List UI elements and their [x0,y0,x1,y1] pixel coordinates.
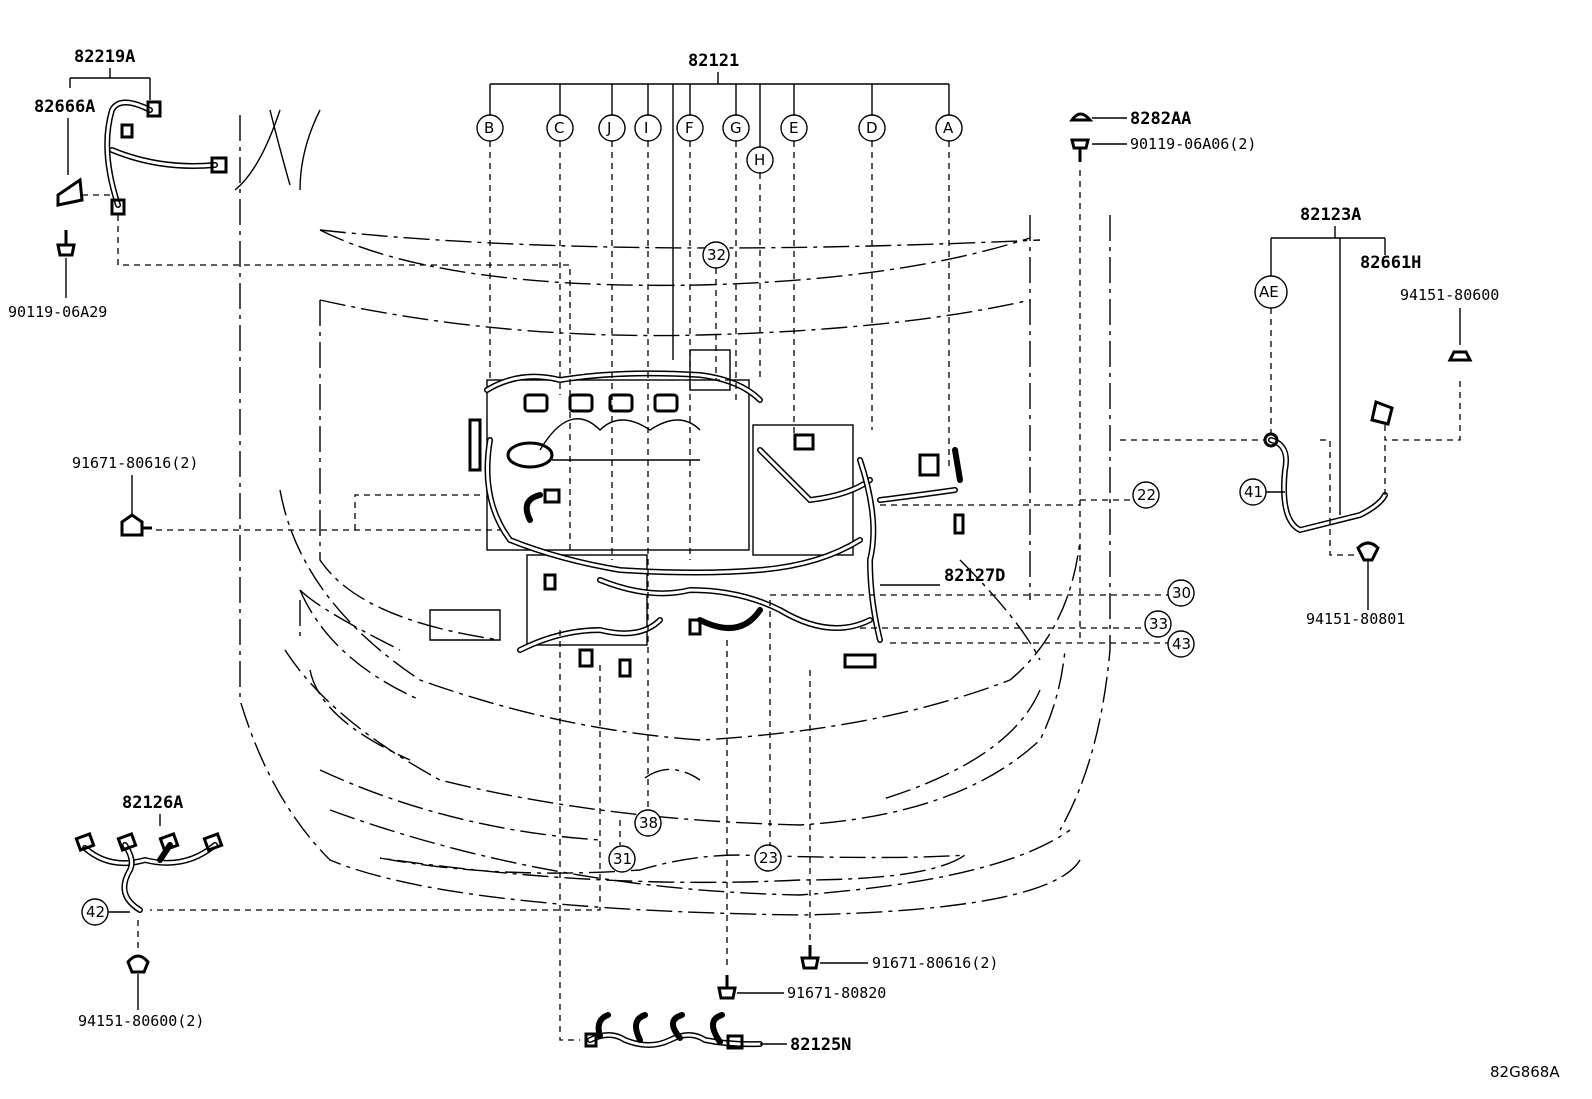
engine-harness-assembly [429,349,965,678]
part-90119-06a06-label: 90119-06A06(2) [1130,135,1256,153]
harness-82121-bracket: 82121 [489,51,950,820]
callout-g: G [722,114,750,142]
part-94151-80600-2-label: 94151-80600(2) [78,1012,204,1030]
connector-icon [158,832,180,852]
part-94151-80801-label: 94151-80801 [1306,610,1405,628]
clip-icon [56,177,84,207]
part-82219a-label: 82219A [74,47,135,67]
part-8282aa-label: 8282AA [1130,109,1191,129]
part-91671-80616-left-label: 91671-80616(2) [72,454,198,472]
bolt-icon [800,945,820,970]
svg-text:42: 42 [86,903,105,921]
svg-text:C: C [554,119,564,137]
svg-text:I: I [644,119,648,137]
part-90119-06a29-label: 90119-06A29 [8,303,107,321]
harness-82123a-group: 82123A 82661H AE 94151-80600 41 94151-80… [1120,205,1499,628]
svg-text:30: 30 [1172,584,1191,602]
callout-41: 41 [1239,478,1267,506]
part-82125n-label: 82125N [790,1035,851,1055]
part-82123a-label: 82123A [1300,205,1361,225]
svg-text:E: E [789,119,798,137]
svg-text:41: 41 [1244,483,1263,501]
callout-e: E [780,114,808,142]
callout-i: I [634,114,662,142]
svg-text:23: 23 [759,849,778,867]
drawing-code: 82G868A [1490,1063,1560,1081]
svg-text:A: A [943,119,954,137]
connector-icon [202,832,224,852]
vehicle-body-outline [234,109,1111,916]
callout-f: F [676,114,704,142]
callout-c: C [546,114,574,142]
svg-text:G: G [730,119,742,137]
harness-82126a-group: 82126A 42 94151-80600(2) [74,793,224,1030]
callout-ae: AE [1254,275,1288,309]
svg-text:H: H [754,151,765,169]
part-91671-80820-label: 91671-80820 [787,984,886,1002]
callout-43: 43 [1167,630,1195,658]
callout-a: A [935,114,963,142]
bolt-8282aa-group: 8282AA 90119-06A06(2) [1069,109,1256,640]
nut-icon [126,954,150,974]
connector-icon [120,123,134,139]
harness-82219a-group: 82219A 82666A 90119-06A29 [8,47,571,555]
callout-33: 33 [1144,610,1172,638]
part-82126a-label: 82126A [122,793,183,813]
bolt-icon [120,513,152,537]
callout-30: 30 [1167,579,1195,607]
part-82666a-label: 82666A [34,97,95,117]
callout-23: 23 [754,844,782,872]
bolt-91671-80616-bottom-group: 91671-80616(2) [800,945,998,972]
connector-icon [146,100,162,118]
nut-icon [1447,350,1473,362]
svg-text:J: J [606,119,611,137]
svg-text:D: D [866,119,878,137]
svg-text:43: 43 [1172,635,1191,653]
svg-text:F: F [685,119,694,137]
svg-text:22: 22 [1137,486,1156,504]
callout-38: 38 [634,809,662,837]
callout-b: B [476,114,504,142]
svg-text:32: 32 [707,246,726,264]
connector-icon [726,1034,744,1050]
right-callouts: 22 82127D 30 33 43 32 [702,241,1195,658]
nut-icon [1069,112,1094,122]
part-82121-label: 82121 [688,51,739,71]
callout-22: 22 [1132,481,1160,509]
callout-32: 32 [702,241,730,269]
callout-j: J [598,114,626,142]
callout-h: H [746,146,774,174]
svg-text:38: 38 [639,814,658,832]
svg-text:31: 31 [613,850,632,868]
bolt-icon [717,975,737,1000]
connector-icon [1370,399,1394,426]
bolt-91671-80820-group: 91671-80820 [717,975,886,1002]
bolt-91671-80616-left-group: 91671-80616(2) [72,454,500,537]
harness-82125n-group: 82125N [584,1012,851,1055]
callout-31: 31 [608,845,636,873]
connector-icon [74,832,96,852]
callout-d: D [858,114,886,142]
connector-icon [210,156,228,174]
callout-42: 42 [81,898,109,926]
bolt-icon [56,230,76,257]
part-94151-80600-label: 94151-80600 [1400,286,1499,304]
connector-icon [584,1032,598,1048]
bolt-icon [1070,138,1090,162]
bottom-callouts: 38 31 23 [150,600,811,1041]
part-82661h-label: 82661H [1360,253,1421,273]
nut-icon [1356,541,1380,562]
svg-text:33: 33 [1149,615,1168,633]
svg-text:AE: AE [1259,283,1279,301]
part-91671-80616-bottom-label: 91671-80616(2) [872,954,998,972]
part-82127d-label: 82127D [944,566,1005,586]
connector-icon [116,832,138,852]
connector-icon [110,198,126,216]
svg-text:B: B [484,119,494,137]
letter-callouts: B C J I F G H E D A [476,114,963,174]
